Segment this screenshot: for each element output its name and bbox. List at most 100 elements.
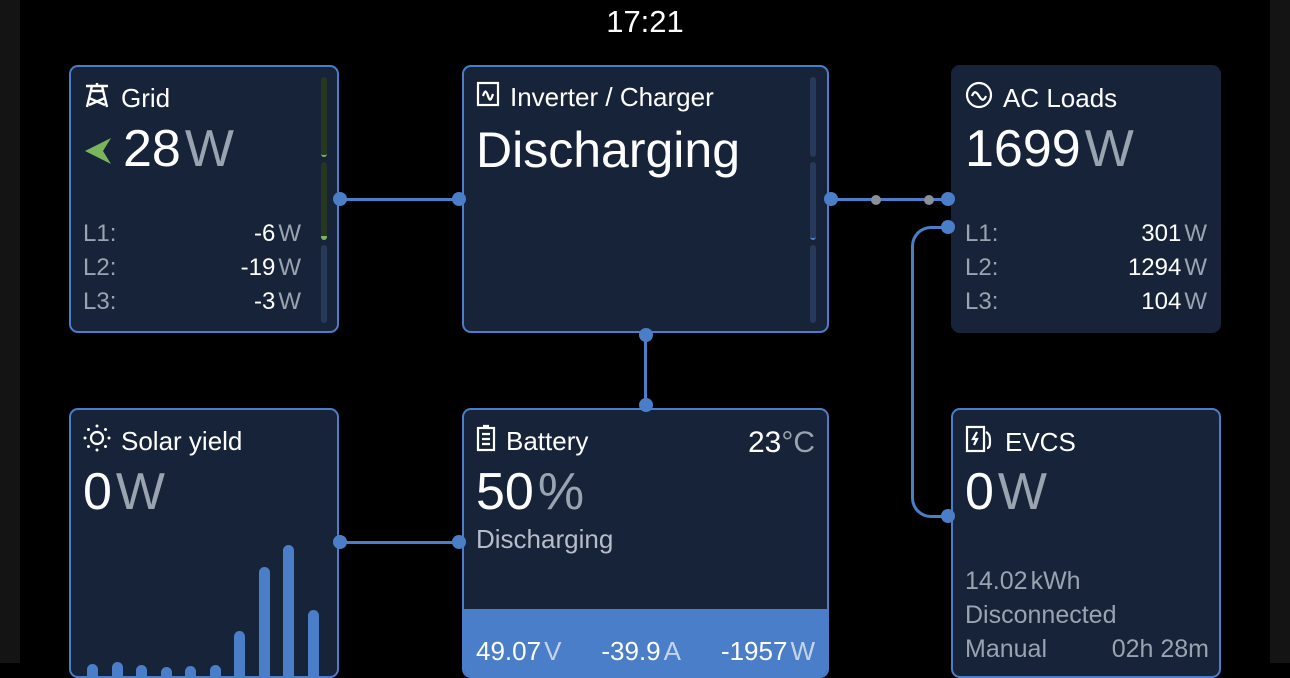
grid-gauge-bar — [321, 245, 327, 323]
phase-value: -6 — [254, 220, 276, 247]
phase-unit: W — [278, 220, 301, 247]
connector-dot — [333, 192, 347, 206]
inverter-title: Inverter / Charger — [510, 82, 714, 112]
phase-label: L1: — [83, 220, 117, 247]
sun-icon — [83, 424, 111, 459]
evcs-unit: W — [997, 463, 1048, 521]
solar-history-bar — [160, 667, 172, 676]
voltage-unit: V — [544, 636, 562, 666]
phase-value: 104 — [1141, 288, 1182, 315]
solar-history-bar — [87, 664, 98, 676]
screen-edge-left — [0, 0, 20, 663]
grid-power-unit: W — [184, 120, 234, 178]
solar-history-bar — [136, 665, 147, 676]
phase-value: -3 — [254, 288, 276, 315]
ac-wave-icon — [965, 81, 993, 116]
ac-loads-title: AC Loads — [1003, 83, 1118, 113]
phase-label: L3: — [965, 288, 999, 315]
phase-label: L2: — [83, 254, 117, 281]
evcs-energy-unit: kWh — [1030, 567, 1081, 595]
solar-history-bar — [258, 567, 270, 676]
inverter-state: Discharging — [476, 122, 741, 178]
connector-dot — [333, 535, 347, 549]
inverter-card[interactable]: Inverter / Charger Discharging — [462, 65, 829, 333]
connector-dot — [941, 509, 955, 523]
connector-dot — [941, 192, 955, 206]
battery-soc: 50 — [476, 463, 534, 521]
evcs-value: 0 — [965, 463, 994, 521]
grid-inverter-connector — [340, 198, 460, 201]
solar-history-bar — [185, 666, 196, 676]
phase-label: L3: — [83, 288, 117, 315]
solar-title: Solar yield — [121, 426, 243, 456]
connector-dot — [452, 535, 466, 549]
ac-loads-unit: W — [1084, 120, 1134, 178]
battery-temp: 23 — [747, 426, 782, 459]
inverter-battery-connector — [644, 334, 647, 406]
connector-dot — [452, 192, 466, 206]
phase-value: 1294 — [1127, 254, 1182, 281]
flow-dot — [871, 195, 881, 205]
battery-temp-unit: °C — [781, 426, 815, 459]
evcs-energy: 14.02 — [965, 567, 1028, 595]
power-unit: W — [790, 636, 815, 666]
connector-dot — [941, 220, 955, 234]
phase-unit: W — [1184, 288, 1207, 315]
inverter-gauge-bar — [810, 77, 816, 157]
solar-value: 0 — [83, 463, 112, 521]
phase-label: L2: — [965, 254, 999, 281]
grid-power-value: 28 — [123, 120, 181, 178]
grid-gauge-bar — [321, 77, 327, 157]
screen-edge-right — [1270, 0, 1290, 663]
evcs-charge-time: 02h 28m — [1111, 635, 1209, 663]
battery-state: Discharging — [476, 524, 614, 554]
phase-unit: W — [278, 254, 301, 281]
solar-history-bar — [111, 662, 123, 676]
export-arrow-icon — [83, 119, 123, 179]
battery-voltage: 49.07 — [476, 636, 542, 666]
clock: 17:21 — [606, 4, 684, 39]
connector-dot — [639, 398, 653, 412]
solar-history-bar — [283, 545, 294, 676]
flow-dot — [924, 195, 934, 205]
solar-history-bar — [209, 665, 221, 676]
phase-value: 301 — [1141, 220, 1182, 247]
phase-unit: W — [1184, 254, 1207, 281]
grid-gauge-bar — [321, 162, 327, 240]
inverter-acloads-connector — [830, 198, 950, 201]
inverter-gauge-bar — [810, 162, 816, 240]
evcs-title: EVCS — [1005, 427, 1076, 457]
evcs-status: Disconnected — [965, 601, 1117, 629]
evcs-mode: Manual — [965, 635, 1047, 663]
current-unit: A — [663, 636, 681, 666]
solar-history-chart — [87, 536, 327, 676]
ac-loads-value: 1699 — [965, 120, 1081, 178]
solar-battery-connector — [340, 541, 460, 544]
battery-current: -39.9 — [601, 636, 661, 666]
grid-tower-icon — [83, 81, 111, 116]
inverter-icon — [476, 81, 500, 114]
solar-unit: W — [115, 463, 166, 521]
phase-value: -19 — [240, 254, 276, 281]
phase-label: L1: — [965, 220, 999, 247]
battery-title: Battery — [506, 426, 589, 456]
battery-soc-unit: % — [537, 463, 585, 521]
connector-dot — [824, 192, 838, 206]
solar-history-bar — [307, 610, 319, 676]
connector-dot — [639, 328, 653, 342]
ev-charger-icon — [965, 424, 995, 461]
